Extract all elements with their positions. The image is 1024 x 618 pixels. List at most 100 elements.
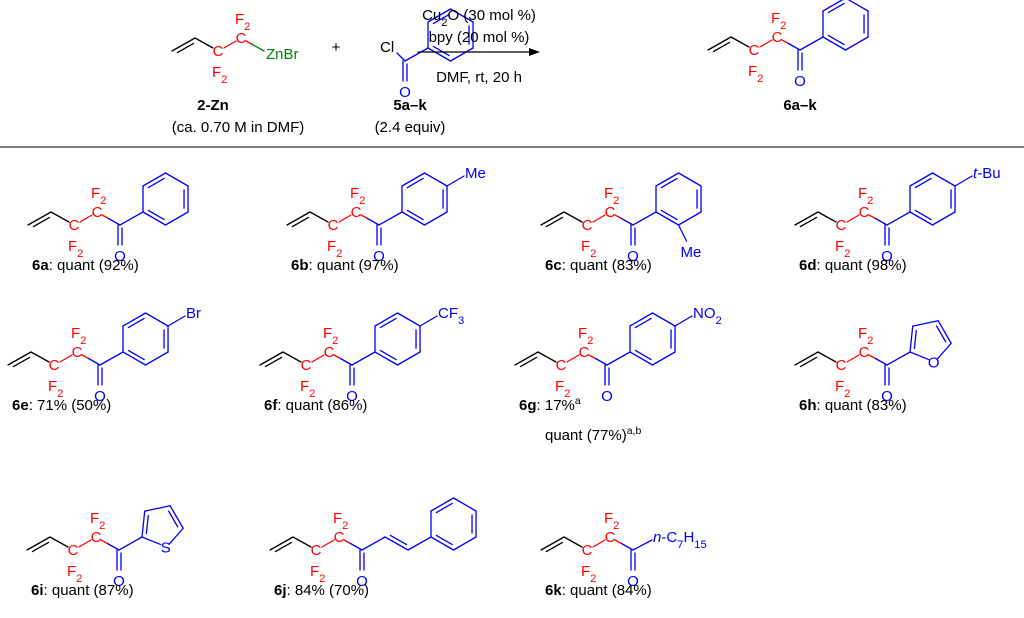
bond [360,214,369,220]
difluoro-label: F2 [235,11,250,33]
bond [27,211,52,226]
bond [452,497,477,512]
label-part: O [346,388,358,405]
bond [781,39,790,45]
bond [282,351,302,363]
bond [349,542,363,551]
label-part: quant (77%) [545,427,627,444]
oxygen-label: O [601,388,613,405]
label-part: 2 [77,248,83,260]
label-part: : quant (83%) [562,257,652,274]
label-part: F [212,64,221,81]
bond [419,315,438,327]
double-bond-line [914,177,932,189]
label-part: 7 [677,539,683,551]
label-part: C [92,204,103,221]
difluoro-label: F2 [858,185,873,207]
label-part: 2 [80,335,86,347]
carbon-label: C [582,542,593,559]
difluoro-label: F2 [578,325,593,347]
oxygen-label: O [881,248,893,265]
label-part: a,b [627,425,642,437]
label-part: O [94,388,106,405]
carbon-label: C [749,42,760,59]
label-part: -C [661,529,677,546]
difluoro-label: F2 [748,63,763,85]
label-part: : quant (87%) [44,582,134,599]
label-part: 2 [844,388,850,400]
difluoro-label: F2 [68,238,83,260]
bond [423,172,448,187]
bond [909,351,930,361]
bond [449,47,474,62]
double-bond-line [660,209,678,221]
yield-label: 6h: quant (83%) [799,397,907,414]
yield-label: 6j: 84% (70%) [274,582,369,599]
bond [286,211,311,226]
label-part: 6a [32,257,49,274]
double-bond-line [799,356,818,368]
carbon-label: C [605,529,616,546]
difluoro-label: F2 [835,378,850,400]
carbon-label: C [605,204,616,221]
bond [592,214,606,223]
carbon-label: C [324,344,335,361]
bond [540,211,565,226]
phenyl-ring [401,172,448,226]
label-part: O [794,73,806,90]
bond [794,211,819,226]
label-part: F [91,185,100,202]
double-bond-line [935,325,947,343]
label-part: ZnBr [266,46,299,63]
label-part: O [601,388,613,405]
difluoro-label: F2 [555,378,570,400]
bond [118,536,143,551]
label-part: 6a–k [783,97,817,114]
difluoro-label: F2 [323,325,338,347]
bond [937,342,952,360]
label-part: F [578,325,587,342]
label-part: C [859,204,870,221]
carbon-label: C [69,217,80,234]
bond [169,527,184,545]
label-part: 2 [564,388,570,400]
chloride-label: Cl [380,39,394,56]
double-bond-line [167,510,179,528]
label-part: C [236,30,247,47]
label-part: : quant (92%) [49,257,139,274]
label-part: O [627,573,639,590]
ortho-substituent: Me [681,244,702,261]
double-bond-line [435,534,453,546]
reagent-id: 5a–k [393,97,427,114]
para-substituent: CF3 [438,305,464,327]
arrow-head-icon [529,48,540,56]
label-part: C [68,542,79,559]
reagent-note: (ca. 0.70 M in DMF) [172,119,305,136]
label-part: 2 [867,335,873,347]
label-part: 2 [757,73,763,85]
label-part: F [333,510,342,527]
carbon-label: C [836,217,847,234]
bond [651,351,676,366]
bond [912,320,939,327]
bond [563,536,583,548]
condition-solvent: DMF, rt, 20 h [436,69,522,86]
label-part: F [581,238,590,255]
double-bond-line [519,356,538,368]
double-bond-line [406,177,424,189]
carbon-label: C [328,217,339,234]
label-part: 2 [332,335,338,347]
alkyl-label: n-C7H15 [653,529,707,551]
bond [343,539,352,545]
label-part: : 71% (50%) [29,397,112,414]
reagent-id: 2-Zn [197,97,229,114]
label-part: C [328,217,339,234]
bond [655,211,680,226]
label-part: 5a–k [393,97,427,114]
label-part: t [973,165,978,182]
bond [79,214,93,223]
